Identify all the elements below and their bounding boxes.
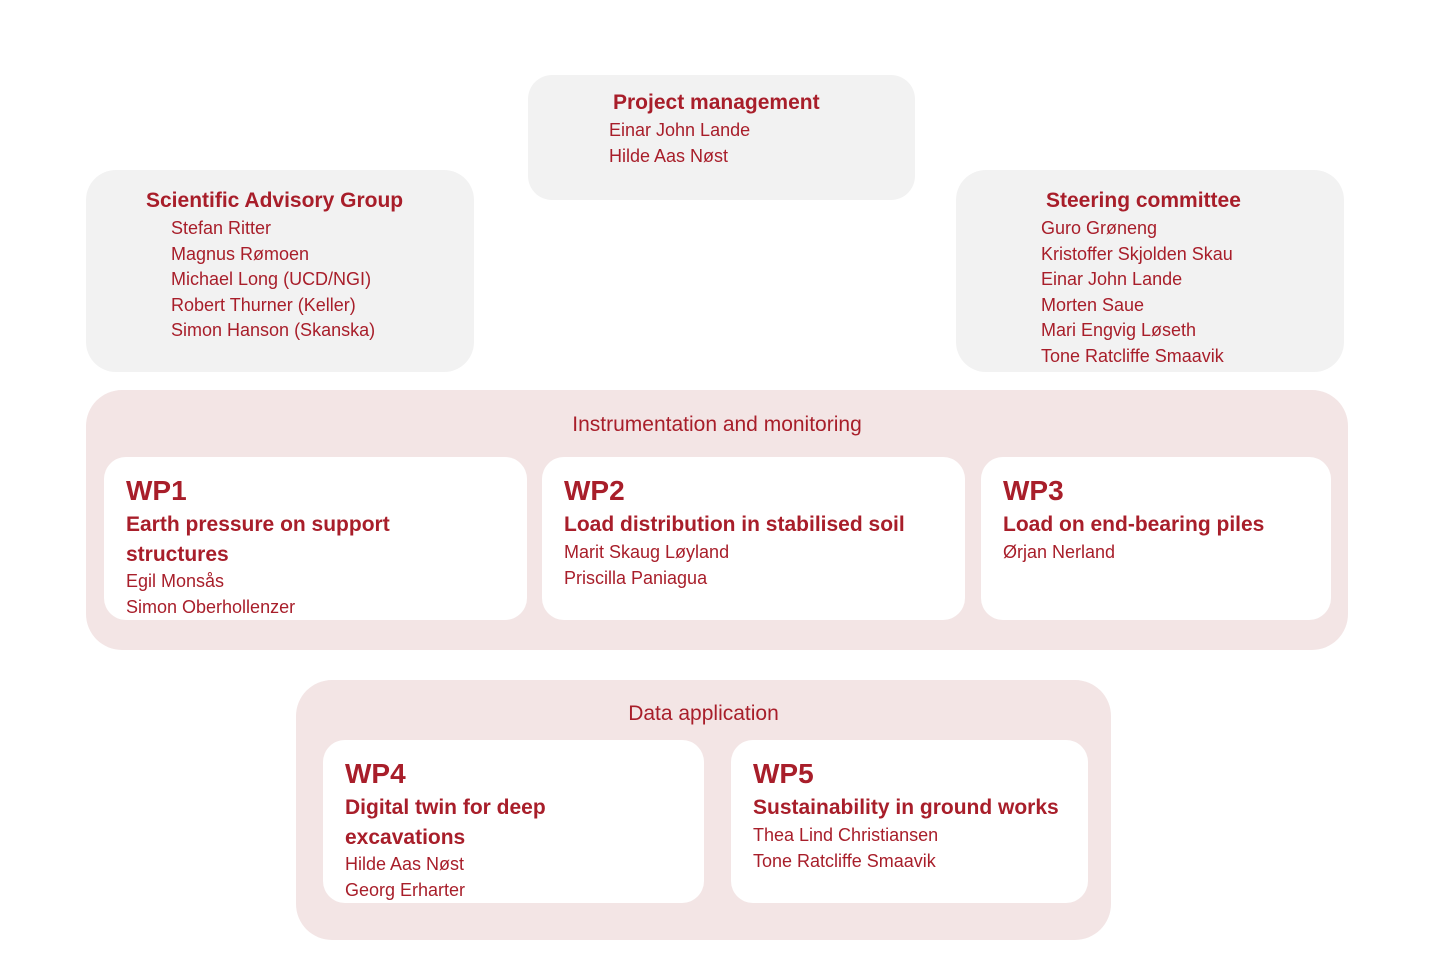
instrumentation-monitoring-label: Instrumentation and monitoring <box>572 413 862 436</box>
member-name: Morten Saue <box>1041 294 1145 315</box>
wp3-members: Ørjan Nerland <box>1003 540 1115 566</box>
wp4-title-line: Digital twin for deep <box>345 796 546 819</box>
member-name: Robert Thurner (Keller) <box>171 294 356 315</box>
member-name: Georg Erharter <box>345 879 466 900</box>
wp5-box: WP5 Sustainability in ground works Thea … <box>731 740 1088 903</box>
member-name: Hilde Aas Nøst <box>345 854 465 874</box>
instrumentation-monitoring-group: Instrumentation and monitoring WP1 Earth… <box>86 390 1348 650</box>
wp5-code: WP5 <box>753 758 814 789</box>
wp2-members: Marit Skaug Løyland Priscilla Paniagua <box>564 540 729 591</box>
member-name: Guro Grøneng <box>1041 218 1158 238</box>
member-name: Egil Monsås <box>126 571 225 591</box>
project-management-title: Project management <box>613 91 820 114</box>
data-application-label: Data application <box>628 702 779 725</box>
member-name: Michael Long (UCD/NGI) <box>171 269 372 289</box>
member-name: Marit Skaug Løyland <box>564 542 730 562</box>
wp1-title: Earth pressure on support structures <box>126 510 390 569</box>
member-name: Ørjan Nerland <box>1003 542 1116 562</box>
wp3-title-line: Load on end-bearing piles <box>1003 513 1265 536</box>
scientific-advisory-group-title: Scientific Advisory Group <box>146 189 404 212</box>
member-name: Kristoffer Skjolden Skau <box>1041 243 1233 264</box>
member-name: Hilde Aas Nøst <box>609 145 729 166</box>
wp3-title: Load on end-bearing piles <box>1003 510 1264 540</box>
wp1-title-line: structures <box>126 542 229 566</box>
wp4-code: WP4 <box>345 758 406 789</box>
member-name: Stefan Ritter <box>171 218 272 238</box>
steering-committee-box: Steering committee Guro Grøneng Kristoff… <box>956 170 1344 372</box>
steering-committee-title: Steering committee <box>1046 189 1241 212</box>
wp3-code: WP3 <box>1003 475 1064 506</box>
wp1-box: WP1 Earth pressure on support structures… <box>104 457 527 620</box>
wp2-box: WP2 Load distribution in stabilised soil… <box>542 457 965 620</box>
steering-committee-members: Guro Grøneng Kristoffer Skjolden Skau Ei… <box>1041 216 1233 369</box>
wp4-title: Digital twin for deep excavations <box>345 793 546 852</box>
member-name: Tone Ratcliffe Smaavik <box>753 850 936 871</box>
wp1-title-line: Earth pressure on support <box>126 513 390 536</box>
wp5-members: Thea Lind Christiansen Tone Ratcliffe Sm… <box>753 823 938 874</box>
wp4-title-line: excavations <box>345 825 466 849</box>
wp2-title-line: Load distribution in stabilised soil <box>564 513 905 536</box>
wp5-title-line: Sustainability in ground works <box>753 796 1059 819</box>
member-name: Priscilla Paniagua <box>564 567 708 588</box>
project-management-members: Einar John Lande Hilde Aas Nøst <box>609 118 750 169</box>
wp1-code: WP1 <box>126 475 187 506</box>
wp3-box: WP3 Load on end-bearing piles Ørjan Nerl… <box>981 457 1331 620</box>
member-name: Magnus Rømoen <box>171 243 310 264</box>
member-name: Einar John Lande <box>1041 269 1183 289</box>
scientific-advisory-group-box: Scientific Advisory Group Stefan Ritter … <box>86 170 474 372</box>
member-name: Simon Hanson (Skanska) <box>171 320 376 340</box>
wp4-box: WP4 Digital twin for deep excavations Hi… <box>323 740 704 903</box>
data-application-group: Data application WP4 Digital twin for de… <box>296 680 1111 940</box>
member-name: Mari Engvig Løseth <box>1041 320 1197 340</box>
member-name: Einar John Lande <box>609 120 751 140</box>
member-name: Simon Oberhollenzer <box>126 596 296 617</box>
wp5-title: Sustainability in ground works <box>753 793 1059 823</box>
wp2-code: WP2 <box>564 475 625 506</box>
project-management-box: Project management Einar John Lande Hild… <box>528 75 915 200</box>
wp1-members: Egil Monsås Simon Oberhollenzer <box>126 569 295 620</box>
member-name: Thea Lind Christiansen <box>753 825 939 845</box>
wp4-members: Hilde Aas Nøst Georg Erharter <box>345 852 465 903</box>
wp2-title: Load distribution in stabilised soil <box>564 510 905 540</box>
member-name: Tone Ratcliffe Smaavik <box>1041 345 1224 366</box>
scientific-advisory-group-members: Stefan Ritter Magnus Rømoen Michael Long… <box>171 216 375 344</box>
